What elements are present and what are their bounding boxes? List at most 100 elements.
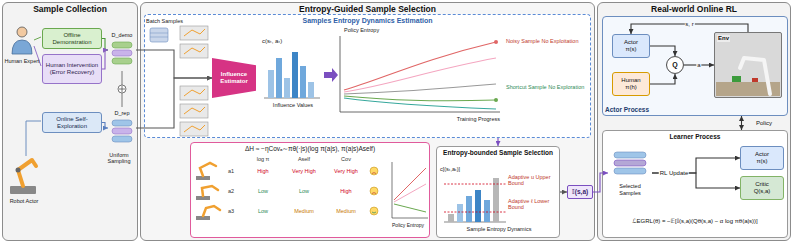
annotation-label: Low (246, 208, 280, 214)
text-group: Influence Estimator (214, 71, 254, 85)
annotation-label: Robot Actor (4, 198, 44, 204)
indicator-box: 𝕀(s,a) (567, 185, 593, 199)
node-text: 𝕀(s,a) (572, 188, 588, 195)
text-group: D_demo (112, 32, 133, 38)
source-box: Online Self-Exploration (42, 112, 102, 133)
text-group: Online Self-Exploration (45, 116, 99, 130)
text-group: ℒEGRL(θ) = −𝔼[𝕀(s,a)(Qθ(s,a) − α log πθ(… (632, 218, 757, 225)
estimator-trapezoid-shape (212, 58, 256, 98)
text-group: Selected Samples (610, 183, 650, 196)
edge-label: RL Update (659, 170, 689, 177)
annotation-label: Noisy Sample No Exploitation (506, 38, 588, 44)
text-group: Learner Process (670, 133, 721, 140)
q-circle: Q (666, 56, 684, 74)
node-text: Entropy-bounded Sample Selection (443, 149, 553, 156)
replay-buffer: D_rep (108, 108, 136, 148)
annotation-label: a2 (228, 188, 242, 194)
node-text: D_rep (115, 110, 130, 116)
annotation-label: Influence Values (258, 102, 328, 108)
text-group: Actorπ(s) (624, 39, 638, 53)
node-text: ℒEGRL(θ) = −𝔼[𝕀(s,a)(Qθ(s,a) − α log πθ(… (632, 218, 757, 225)
replay-buffer: D_demo (108, 30, 136, 70)
critic-box: CriticQ(s,a) (740, 176, 784, 200)
annotation-label: Policy Entropy (344, 27, 404, 33)
annotation-label: Shortcut Sample No Exploration (506, 84, 588, 90)
estimator-trapezoid: Influence Estimator (212, 58, 256, 98)
text-group: Human Intervention (Error Recovery) (45, 62, 99, 76)
text-group: ΔH ≈ −ηCovₐ∼πθ(·|s)(log π(a|s), π(a|s)As… (245, 145, 375, 152)
edge-label: Policy (755, 120, 773, 127)
annotation-label: a1 (228, 168, 242, 174)
text-group: D_rep (115, 110, 130, 116)
actor-box: Actorπ(s) (740, 146, 784, 170)
loss-formula: ℒEGRL(θ) = −𝔼[𝕀(s,a)(Qθ(s,a) − α log πθ(… (606, 208, 784, 234)
actor-box: Actorπ(s) (612, 34, 650, 58)
annotation-label: Training Progress (430, 116, 500, 122)
human-box: Humanπ(h) (612, 72, 650, 96)
text-group: Offline Demonstration (45, 32, 99, 46)
annotation-label: Human Expert (2, 58, 42, 64)
edge-label: a (696, 62, 701, 69)
node-text: π(s) (755, 158, 769, 165)
annotation-label: log π (246, 156, 280, 162)
annotation-label: Batch Samples (146, 18, 192, 24)
source-box: Offline Demonstration (42, 28, 102, 49)
annotation-label: Medium (284, 208, 324, 214)
node-text: Offline Demonstration (45, 32, 99, 46)
node-text: Q(s,a) (754, 188, 771, 195)
text-group: 𝕀(s,a) (572, 188, 588, 195)
annotation-label: Uniform Sampling (100, 152, 138, 165)
annotation-label: Low (246, 188, 280, 194)
node-text: Actor Process (605, 106, 649, 113)
panel: Entropy-Guided Sample SelectionSamples E… (140, 2, 595, 241)
text-group: Q (672, 61, 677, 69)
node-text: Influence Estimator (214, 71, 254, 85)
annotation-label: a3 (228, 208, 242, 214)
node-text: Sample Collection (33, 5, 107, 15)
node-text: Critic (754, 181, 771, 188)
annotation-label: Policy Entropy (386, 223, 430, 229)
node-text: Online Self-Exploration (45, 116, 99, 130)
node-text: ΔH ≈ −ηCovₐ∼πθ(·|s)(log π(a|s), π(a|s)As… (245, 145, 375, 152)
text-group: CriticQ(s,a) (754, 181, 771, 195)
text-group: Actorπ(s) (755, 151, 769, 165)
node-text: D_demo (112, 32, 133, 38)
text-group: Real-world Online RL (651, 5, 737, 15)
annotation-label: Very High (284, 168, 324, 174)
node-text: π(s) (624, 46, 638, 53)
text-group: Entropy-Guided Sample Selection (299, 5, 436, 15)
node-text: Selected Samples (610, 183, 650, 196)
annotation-label: Cov (326, 156, 366, 162)
annotation-label: c[(sₜ,aₜ)] (440, 166, 502, 172)
edge-label: s, r (684, 21, 694, 28)
node-text: Actor (755, 151, 769, 158)
text-group: Entropy-bounded Sample Selection (443, 149, 553, 156)
node-text: Samples Entropy Dynamics Estimation (303, 17, 433, 25)
annotation-label: c(sₜ, aₜ) (262, 38, 306, 45)
node-text: Human (621, 77, 640, 84)
node-text: Learner Process (670, 133, 721, 140)
text-group: Samples Entropy Dynamics Estimation (303, 17, 433, 25)
selection-box: Entropy-bounded Sample Selection (436, 146, 560, 238)
sample-stack: Selected Samples (608, 148, 652, 198)
annotation-label: Very High (326, 168, 366, 174)
node-text: Actor (624, 39, 638, 46)
text-group: Actor Process (605, 106, 649, 113)
process-box: Learner ProcessSelected Samples Actorπ(s)… (602, 130, 788, 238)
annotation-label: Adaptive ℓ Lower Bound (508, 198, 558, 211)
node-text: Human Intervention (Error Recovery) (45, 62, 99, 76)
text-group: Humanπ(h) (621, 77, 640, 91)
panel: Sample CollectionOffline DemonstrationHu… (2, 2, 138, 241)
annotation-label: High (246, 168, 280, 174)
q-circle-shape (667, 57, 684, 74)
text-group: Sample Collection (33, 5, 107, 15)
node-text: Q (672, 61, 677, 69)
annotation-label: Aself (284, 156, 324, 162)
source-box: Human Intervention (Error Recovery) (42, 54, 102, 84)
env-image: Env (714, 32, 782, 98)
node-text: π(h) (621, 84, 640, 91)
annotation-label: Medium (326, 208, 366, 214)
annotation-label: Adaptive u Upper Bound (508, 174, 558, 187)
annotation-label: Low (284, 188, 324, 194)
process-box: Actor Process Actorπ(s) Humanπ(h) Q Env (602, 16, 788, 116)
